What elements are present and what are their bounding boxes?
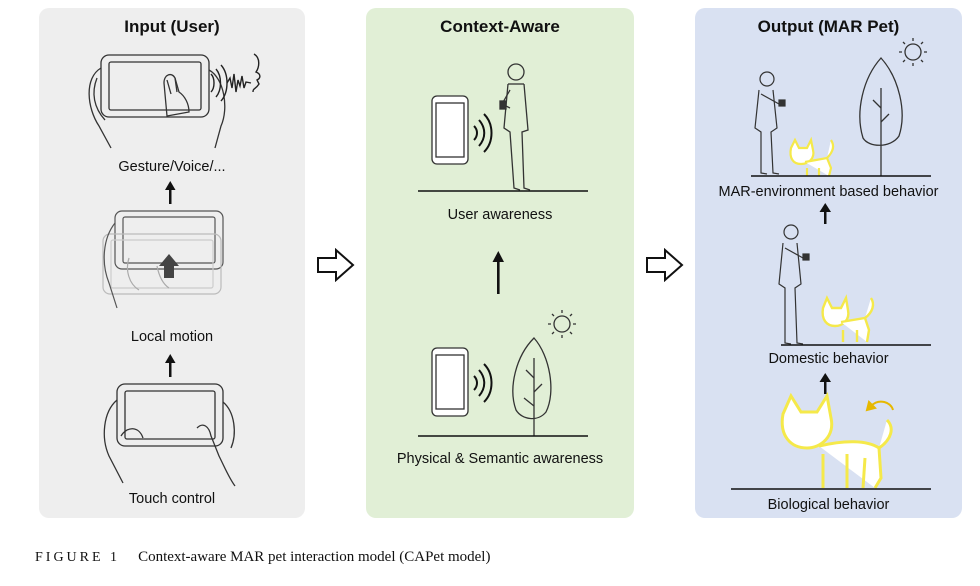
figure-label: FIGURE 1: [35, 550, 121, 565]
input-illustrations: [88, 53, 261, 487]
figure-caption: FIGURE 1 Context-aware MAR pet interactio…: [35, 549, 490, 566]
up-arrow-icon: [492, 251, 504, 294]
touch-control-phone-icon: [103, 383, 236, 487]
output-panel-title: Output (MAR Pet): [757, 17, 900, 36]
person-icon: [754, 71, 786, 175]
stage-label-local-motion: Local motion: [130, 329, 214, 345]
up-arrow-icon: [819, 203, 831, 224]
flow-arrow-icon: [646, 248, 684, 282]
dog-pet-icon: [821, 294, 875, 343]
stage-label-gesture-voice: Gesture/Voice/...: [118, 159, 226, 175]
gesture-voice-phone-icon: [88, 54, 226, 149]
stage-label-user-awareness: User awareness: [447, 207, 553, 223]
voice-wave-icon: [210, 53, 261, 102]
output-mar-pet-panel: Output (MAR Pet): [695, 8, 962, 518]
tail-wag-icon: [865, 400, 894, 412]
person-icon: [499, 63, 531, 191]
output-illustrations: [731, 38, 931, 490]
stage-label-domestic-behavior: Domestic behavior: [768, 351, 889, 367]
context-aware-panel: Context-Aware: [366, 8, 634, 518]
signal-wave-icon: [473, 113, 493, 153]
dog-pet-icon: [789, 136, 835, 177]
smartphone-icon: [431, 95, 469, 165]
person-icon: [778, 224, 810, 345]
tree-icon: [512, 337, 552, 436]
move-up-arrow-icon: [159, 254, 179, 278]
context-illustrations: [418, 63, 588, 437]
caption-text: Context-aware MAR pet interaction model …: [138, 549, 491, 565]
up-arrow-icon: [165, 181, 176, 204]
local-motion-phone-icon: [102, 210, 224, 309]
dog-pet-icon: [780, 391, 893, 489]
up-arrow-icon: [819, 373, 831, 394]
stage-label-physical-semantic-awareness: Physical & Semantic awareness: [396, 451, 604, 467]
context-panel-title: Context-Aware: [440, 17, 560, 36]
signal-wave-icon: [473, 363, 493, 403]
input-panel-title: Input (User): [124, 17, 220, 36]
smartphone-icon: [431, 347, 469, 417]
stage-label-mar-environment-behavior: MAR-environment based behavior: [718, 184, 939, 200]
input-user-panel: Input (User): [39, 8, 305, 518]
stage-label-touch-control: Touch control: [128, 491, 216, 507]
sun-icon: [899, 38, 927, 66]
flow-arrow-icon: [317, 248, 355, 282]
tree-icon: [859, 57, 903, 176]
stage-label-biological-behavior: Biological behavior: [767, 497, 890, 513]
up-arrow-icon: [165, 354, 176, 377]
sun-icon: [548, 310, 576, 338]
